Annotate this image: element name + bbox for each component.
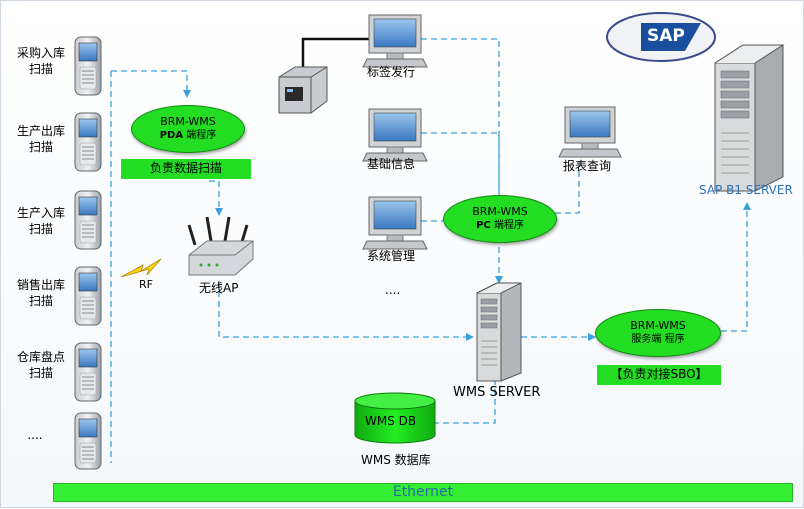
ap-label: 无线AP xyxy=(199,281,239,295)
pda-device-icon xyxy=(74,412,102,470)
pda-label-more: .... xyxy=(27,428,43,442)
wms-db-label: WMS DB xyxy=(365,414,417,428)
pc-client-sub-bold: PC xyxy=(476,220,491,231)
pc-client-name: BRM-WMS xyxy=(472,205,528,218)
system-mgmt-terminal-label: 系统管理 xyxy=(367,249,416,263)
ethernet-bar: Ethernet xyxy=(53,483,793,502)
more-terminals-label: .... xyxy=(385,283,401,297)
sap-b1-server-label: SAP B1 SERVER xyxy=(699,183,793,197)
pda-client-note: 负责数据扫描 xyxy=(121,159,251,179)
sap-b1-server-icon xyxy=(714,44,785,192)
wms-db-caption: WMS 数据库 xyxy=(361,453,431,467)
rf-label: RF xyxy=(139,278,153,291)
pda-label-production-out: 生产出库扫描 xyxy=(16,124,65,154)
report-query-terminal-label: 报表查询 xyxy=(563,159,612,173)
pda-device-icon xyxy=(74,190,102,250)
db-to-server-line xyxy=(433,379,496,424)
basic-info-terminal-line xyxy=(421,132,500,197)
wireless-ap-icon xyxy=(187,216,254,276)
pda-client-sub-bold: PDA xyxy=(159,130,184,141)
pc-client-node: BRM-WMS PC 端程序 xyxy=(443,195,557,243)
service-client-note: 【负责对接SBO】 xyxy=(597,365,721,385)
report-terminal-line xyxy=(553,151,580,214)
pda-client-sub-rest: 端程序 xyxy=(183,130,217,141)
sap-logo-text: SAP xyxy=(647,26,685,46)
pda-device-icon xyxy=(74,342,102,402)
label-print-terminal-icon xyxy=(362,14,428,68)
basic-info-terminal-icon xyxy=(362,108,428,162)
client-to-ap-line xyxy=(206,163,223,216)
pda-label-sales-out: 销售出库扫描 xyxy=(16,278,65,308)
pda-device-icon xyxy=(74,112,102,172)
pda-device-icon xyxy=(74,36,102,96)
pda-to-client-line xyxy=(111,70,191,98)
wms-server-label: WMS SERVER xyxy=(453,385,541,400)
label-printer-icon xyxy=(278,66,328,114)
basic-info-terminal-label: 基础信息 xyxy=(367,157,416,171)
pda-device-icon xyxy=(74,266,102,326)
pda-label-production-in: 生产入库扫描 xyxy=(16,206,65,236)
service-client-node: BRM-WMS 服务端 程序 xyxy=(595,309,721,357)
pc-client-sub-rest: 端程序 xyxy=(490,220,524,231)
connection-lines xyxy=(110,38,751,463)
pda-devices xyxy=(74,36,102,470)
label-terminal-line xyxy=(421,38,500,197)
label-print-terminal-label: 标签发行 xyxy=(367,65,416,79)
pda-label-purchase-in: 采购入库扫描 xyxy=(16,46,65,76)
system-mgmt-terminal-icon xyxy=(362,196,428,250)
wms-server-icon xyxy=(476,282,522,382)
pda-client-name: BRM-WMS xyxy=(160,115,216,128)
wms-db-icon xyxy=(354,392,436,444)
pda-client-node: BRM-WMS PDA 端程序 xyxy=(131,105,245,153)
sap-logo xyxy=(606,12,716,62)
service-to-sap-line xyxy=(721,202,751,332)
printer-cable xyxy=(301,37,369,67)
service-client-name: BRM-WMS xyxy=(630,319,686,332)
ap-to-server-line xyxy=(218,281,474,341)
pda-label-inventory-count: 仓库盘点扫描 xyxy=(16,350,65,380)
service-client-sub: 服务端 程序 xyxy=(631,334,685,345)
report-query-terminal-icon xyxy=(558,106,622,158)
rf-lightning-icon xyxy=(120,258,162,278)
